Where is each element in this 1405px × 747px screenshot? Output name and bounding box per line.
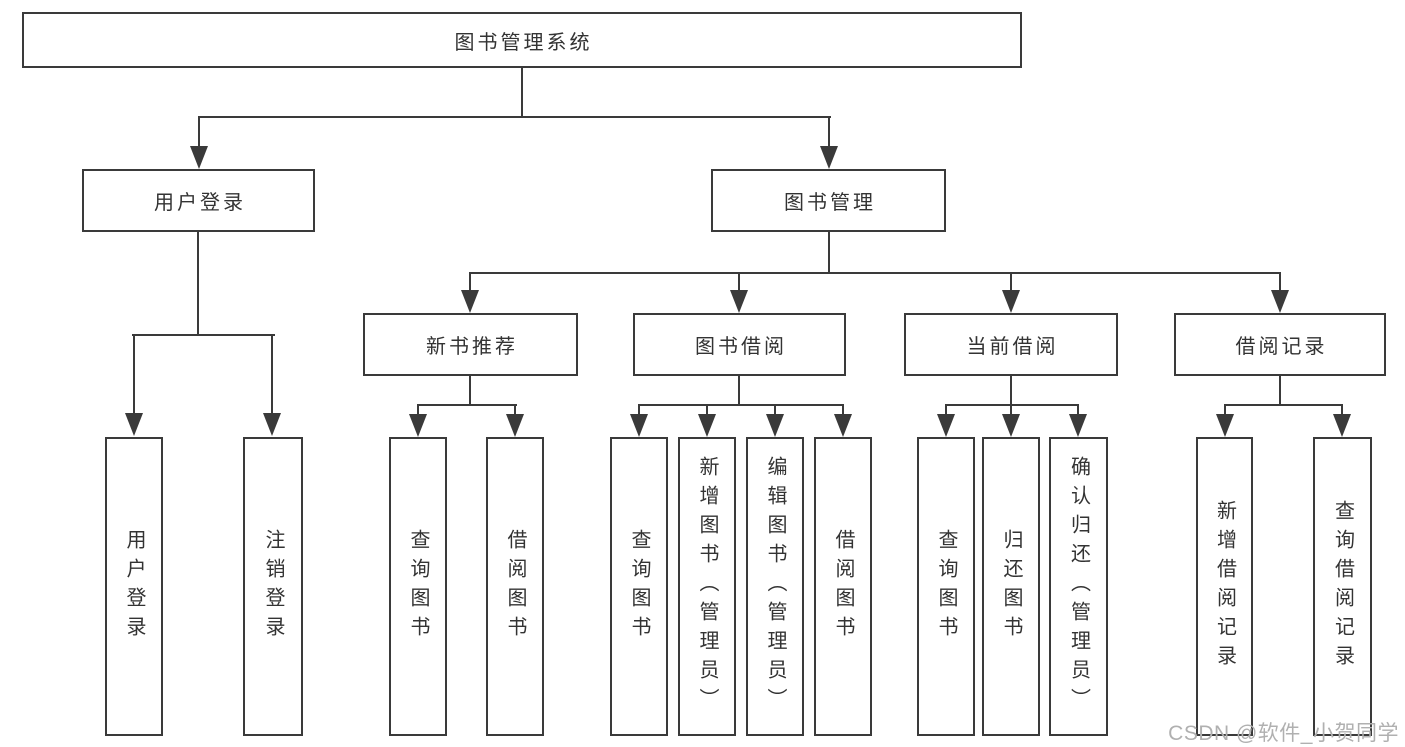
arrow-down-icon — [937, 414, 955, 437]
arrow-down-icon — [698, 414, 716, 437]
connector-line — [133, 334, 135, 414]
arrow-down-icon — [125, 413, 143, 436]
connector-line — [271, 334, 273, 414]
node-label: 用户登录 — [154, 192, 246, 214]
connector-line — [198, 116, 200, 148]
arrow-down-icon — [263, 413, 281, 436]
connector-line — [417, 404, 517, 406]
connector-line — [638, 404, 844, 406]
node-label: 用户登录 — [123, 528, 145, 645]
connector-line — [945, 404, 947, 416]
arrow-down-icon — [409, 414, 427, 437]
node-label: 归还图书 — [1000, 528, 1022, 645]
node-label: 图书借阅 — [695, 336, 787, 358]
connector-line — [828, 116, 830, 148]
connector-line — [198, 116, 831, 118]
connector-line — [706, 404, 708, 416]
node-label: 新增借阅记录 — [1213, 499, 1236, 674]
node-borrowing-records: 借阅记录 — [1174, 313, 1386, 376]
arrow-down-icon — [1333, 414, 1351, 437]
arrow-down-icon — [461, 290, 479, 313]
arrow-down-icon — [1216, 414, 1234, 437]
connector-line — [1279, 272, 1281, 292]
leaf-current-return: 归还图书 — [982, 437, 1040, 736]
connector-line — [132, 334, 275, 336]
leaf-newbooks-query: 查询图书 — [389, 437, 447, 736]
arrow-down-icon — [506, 414, 524, 437]
node-label: 新增图书（管理员） — [696, 456, 718, 717]
leaf-borrow-edit-admin: 编辑图书（管理员） — [746, 437, 804, 736]
leaf-logout: 注销登录 — [243, 437, 303, 736]
leaf-user-login: 用户登录 — [105, 437, 163, 736]
connector-line — [1010, 376, 1012, 406]
leaf-borrow-query: 查询图书 — [610, 437, 668, 736]
node-current-borrowing: 当前借阅 — [904, 313, 1118, 376]
connector-line — [1279, 376, 1281, 406]
connector-line — [738, 272, 740, 292]
leaf-borrow-borrow: 借阅图书 — [814, 437, 872, 736]
connector-line — [842, 404, 844, 416]
node-label: 编辑图书（管理员） — [764, 456, 786, 717]
arrow-down-icon — [820, 146, 838, 169]
node-user-login: 用户登录 — [82, 169, 315, 232]
connector-line — [1224, 404, 1226, 416]
connector-line — [945, 404, 1079, 406]
leaf-current-query: 查询图书 — [917, 437, 975, 736]
connector-line — [828, 232, 830, 274]
arrow-down-icon — [190, 146, 208, 169]
leaf-current-confirm-admin: 确认归还（管理员） — [1049, 437, 1108, 736]
connector-line — [469, 376, 471, 406]
node-label: 查询图书 — [628, 528, 650, 645]
arrow-down-icon — [834, 414, 852, 437]
arrow-down-icon — [1002, 414, 1020, 437]
leaf-records-query: 查询借阅记录 — [1313, 437, 1372, 736]
node-label: 查询图书 — [935, 528, 957, 645]
arrow-down-icon — [1069, 414, 1087, 437]
connector-line — [738, 376, 740, 406]
leaf-newbooks-borrow: 借阅图书 — [486, 437, 544, 736]
arrow-down-icon — [1002, 290, 1020, 313]
node-label: 查询图书 — [407, 528, 429, 645]
node-label: 图书管理 — [784, 192, 876, 214]
connector-line — [469, 272, 471, 292]
node-label: 确认归还（管理员） — [1067, 456, 1090, 717]
connector-line — [1341, 404, 1343, 416]
node-label: 新书推荐 — [426, 336, 518, 358]
arrow-down-icon — [766, 414, 784, 437]
connector-line — [1010, 272, 1012, 292]
connector-line — [469, 272, 1281, 274]
connector-line — [417, 404, 419, 416]
node-label: 注销登录 — [262, 528, 284, 645]
connector-line — [638, 404, 640, 416]
node-book-borrowing: 图书借阅 — [633, 313, 846, 376]
arrow-down-icon — [1271, 290, 1289, 313]
node-label: 查询借阅记录 — [1331, 499, 1354, 674]
node-book-management: 图书管理 — [711, 169, 946, 232]
connector-line — [1224, 404, 1343, 406]
connector-line — [521, 68, 523, 118]
node-label: 图书管理系统 — [454, 31, 593, 54]
node-label: 当前借阅 — [966, 336, 1059, 358]
connector-line — [514, 404, 516, 416]
node-label: 借阅记录 — [1235, 336, 1328, 358]
leaf-borrow-add-admin: 新增图书（管理员） — [678, 437, 736, 736]
connector-line — [774, 404, 776, 416]
arrow-down-icon — [630, 414, 648, 437]
node-label: 借阅图书 — [832, 528, 854, 645]
node-new-book-recommendation: 新书推荐 — [363, 313, 578, 376]
leaf-records-add: 新增借阅记录 — [1196, 437, 1253, 736]
connector-line — [1010, 404, 1012, 416]
node-library-management-system: 图书管理系统 — [22, 12, 1022, 68]
connector-line — [1077, 404, 1079, 416]
arrow-down-icon — [730, 290, 748, 313]
node-label: 借阅图书 — [504, 528, 526, 645]
watermark: CSDN @软件_小贺同学 — [1168, 722, 1399, 745]
connector-line — [197, 232, 199, 336]
